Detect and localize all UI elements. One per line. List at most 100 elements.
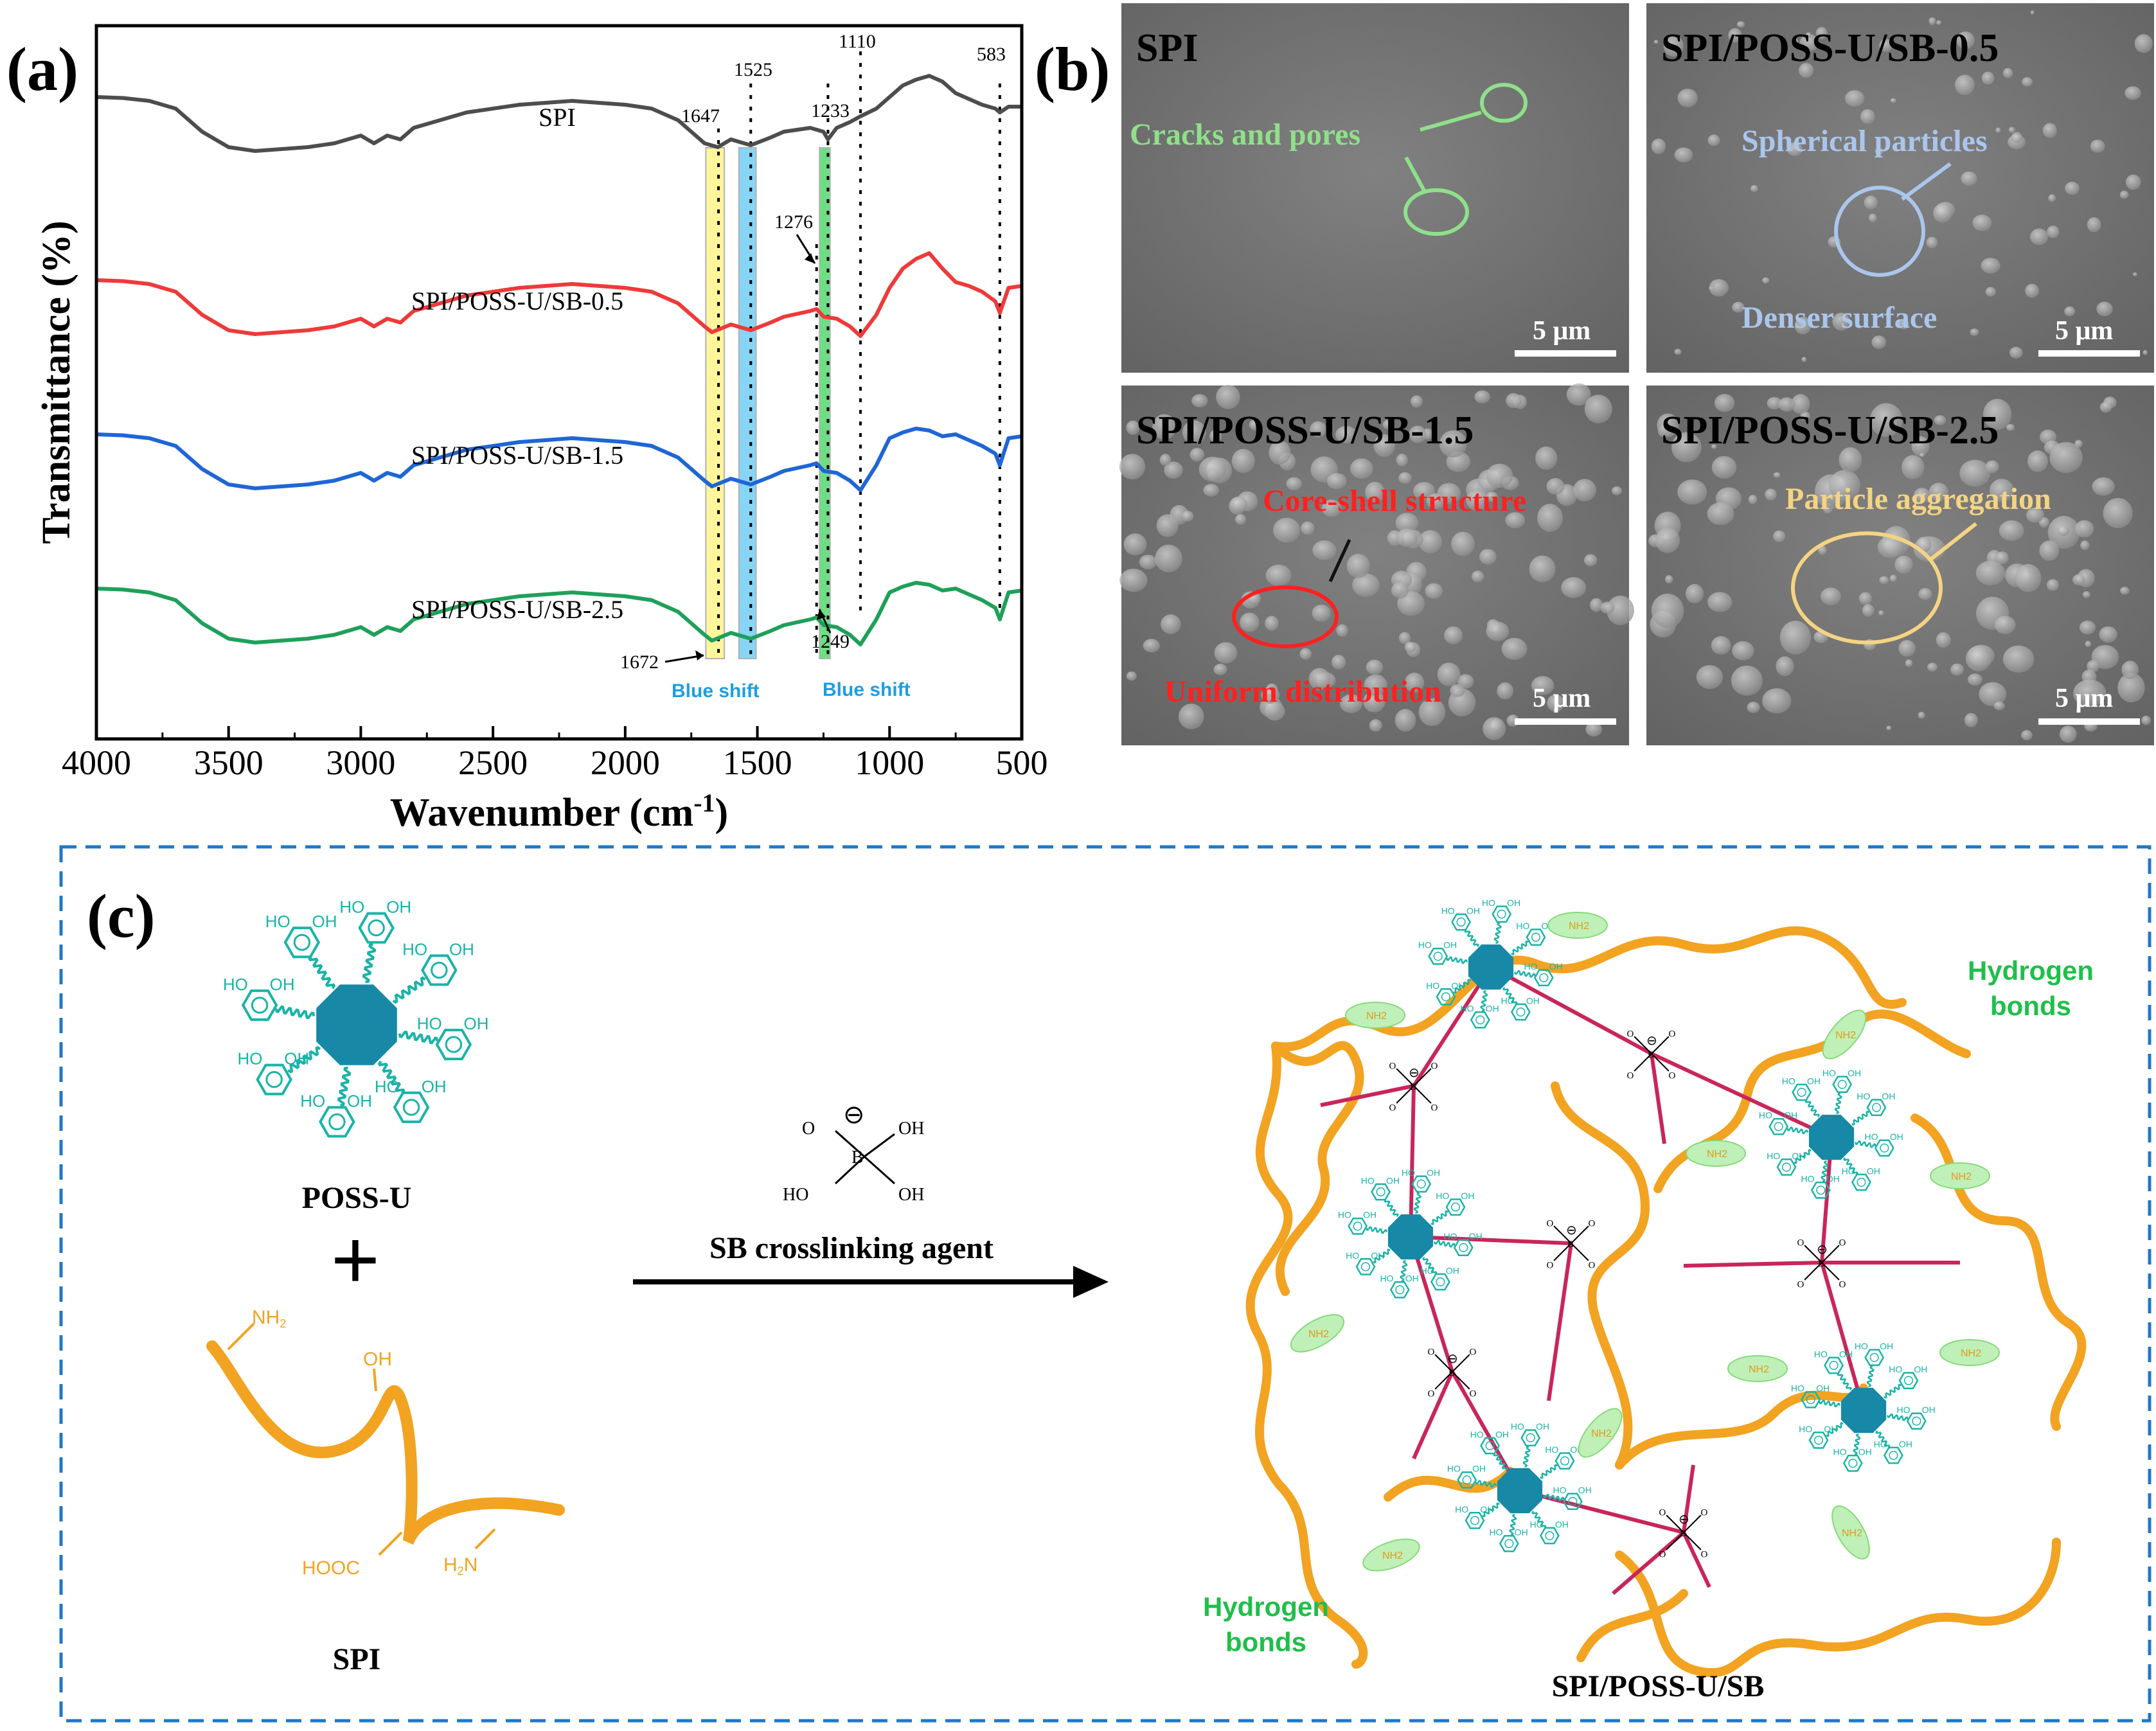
- ho-label: HO: [1553, 1485, 1567, 1495]
- sem-particle: [1902, 455, 1925, 480]
- sem-particle: [1590, 598, 1603, 612]
- sem-particle: [1956, 31, 1975, 49]
- sem-particle: [1869, 213, 1877, 222]
- sem-particle: [2021, 730, 2033, 741]
- catechol-ring-inner: [1781, 1162, 1792, 1172]
- crosslink-bond: [1650, 1053, 1666, 1144]
- oh-label: OH: [1427, 1167, 1440, 1178]
- band-1265: [819, 147, 831, 659]
- sem-particle: [1994, 616, 2016, 634]
- poss-arm: [1384, 1199, 1399, 1217]
- panel-label-a: (a): [6, 35, 78, 103]
- oh-label: OH: [449, 940, 474, 959]
- catechol-ring-icon: [1832, 1076, 1853, 1094]
- sem-particle: [1794, 317, 1812, 335]
- sem-particle: [1985, 287, 1996, 297]
- sem-particle: [2030, 10, 2035, 15]
- sb-oh-1: OH: [898, 1119, 924, 1139]
- panel-label-c: (c): [87, 882, 156, 950]
- sem-particle: [1929, 17, 1936, 26]
- sem-particle: [1728, 28, 1742, 43]
- oh-label: OH: [347, 1092, 372, 1111]
- peak-bands: [705, 147, 831, 659]
- sem-particle: [1696, 665, 1724, 689]
- borate-minus-icon: ⊖: [1409, 1065, 1420, 1080]
- sem-note-cracks: Cracks and pores: [1130, 118, 1360, 152]
- sem-particle: [1364, 674, 1387, 696]
- sem-particle: [2099, 626, 2117, 643]
- sem-particle: [1862, 604, 1875, 617]
- sem-particle: [2134, 34, 2153, 53]
- oh-label: OH: [1784, 1110, 1797, 1121]
- borate-boron: B: [1410, 1082, 1416, 1092]
- sem-particle: [1450, 684, 1465, 697]
- crack-circle-1: [1480, 83, 1528, 123]
- ho-label: HO: [1865, 1132, 1878, 1142]
- sem-particle: [2015, 564, 2042, 592]
- sem-particle: [1398, 472, 1412, 484]
- ho-label: HO: [1402, 1167, 1415, 1178]
- sem-particle: [1474, 390, 1490, 404]
- sem-particle: [1898, 640, 1916, 657]
- sem-particle: [1425, 583, 1443, 599]
- poss-core-icon: [1808, 1114, 1855, 1160]
- network-chain: [1271, 926, 1907, 1052]
- borate-bond: [1683, 1532, 1702, 1550]
- aggregation-circle: [1791, 531, 1943, 644]
- core-shell-circle: [1232, 585, 1339, 648]
- peak-label-1276: 1276: [774, 211, 813, 233]
- aggregation-arrow: [1930, 522, 1977, 561]
- sem-particle: [1308, 668, 1331, 690]
- blue-shift-label-2: Blue shift: [823, 679, 911, 700]
- sem-particle: [1365, 481, 1385, 503]
- sem-particle: [1933, 203, 1952, 223]
- sem-particle: [1905, 659, 1913, 668]
- sem-particle: [1767, 396, 1782, 410]
- sem-particle: [1889, 574, 1897, 582]
- poss-arm: [1819, 1399, 1841, 1408]
- poss-arm: [392, 976, 426, 1004]
- sem-particle: [1979, 682, 2007, 706]
- sem-particle: [1382, 420, 1393, 430]
- catechol-ring-icon: [1457, 1471, 1477, 1489]
- catechol-ring-inner: [1871, 1103, 1882, 1112]
- sem-particle: [1261, 686, 1280, 704]
- poss-arm: [1430, 1210, 1448, 1225]
- sem-particle: [1312, 604, 1331, 622]
- catechol-ring-icon: [241, 989, 278, 1021]
- hbond-amine-label: NH2: [1569, 921, 1589, 932]
- poss-arm: [1493, 922, 1502, 945]
- sem-particle: [1191, 394, 1208, 407]
- ho-label: HO: [1524, 961, 1538, 972]
- catechol-ring-icon: [1411, 1175, 1432, 1193]
- catechol-ring-icon: [1810, 1181, 1831, 1199]
- sem-particle: [2006, 423, 2015, 431]
- sem-particle: [1394, 709, 1416, 732]
- sem-particle: [1894, 555, 1913, 574]
- catechol-ring-inner: [1516, 1007, 1526, 1017]
- sem-particle: [1451, 531, 1475, 556]
- sem-particle: [2046, 579, 2060, 591]
- sem-particle: [2059, 725, 2077, 743]
- hbond-amine-label: NH2: [1707, 1149, 1727, 1160]
- oh-label: OH: [1446, 1265, 1459, 1275]
- sem-particle: [2027, 450, 2048, 472]
- sem-particle: [1189, 448, 1205, 462]
- ho-label: HO: [223, 975, 248, 994]
- sem-particle: [2048, 194, 2056, 202]
- catechol-ring-icon: [1389, 1281, 1410, 1299]
- series-label-sb25: SPI/POSS-U/SB-2.5: [411, 595, 623, 624]
- series-label-sb15: SPI/POSS-U/SB-1.5: [411, 441, 623, 470]
- sem-particle: [1955, 75, 1975, 96]
- sem-particle: [1918, 588, 1932, 600]
- borate-bond: [1634, 1053, 1652, 1072]
- borate-boron: B: [1567, 1239, 1574, 1250]
- sem-particle: [2085, 641, 2092, 648]
- borate-oxygen: O: [1797, 1280, 1804, 1290]
- hbond-amine-label: NH2: [1591, 1428, 1612, 1439]
- sem-particle: [2049, 442, 2083, 474]
- spi-label: SPI: [333, 1642, 381, 1676]
- sem-particle: [1583, 554, 1598, 567]
- sem-particle: [1707, 134, 1720, 146]
